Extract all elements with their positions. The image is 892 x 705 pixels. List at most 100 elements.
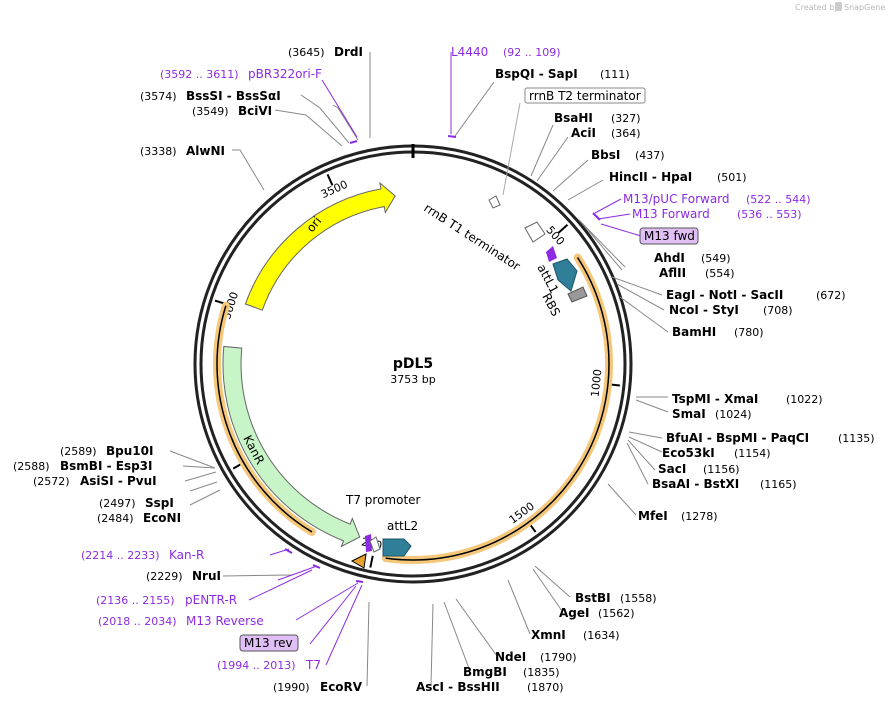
enzyme-bspqi[interactable]: BspQI - SapI [495,67,578,81]
rrnb-t2-leader [502,102,521,196]
enzyme-pos-mfei: (1278) [681,510,718,523]
attl2-feature-arrow[interactable] [382,538,412,557]
enzyme-bmgbi[interactable]: BmgBI [463,665,507,679]
enzyme-pos-bfuai: (1135) [838,432,875,445]
enzyme-bcivi[interactable]: BciVI [238,104,272,118]
ori-feature-arrow[interactable] [244,181,396,311]
tick-label: 1000 [589,368,605,397]
enzyme-pos-eco53ki: (1154) [734,447,771,460]
enzyme-pos-bspqi: (111) [600,68,630,81]
enzyme-bbsi[interactable]: BbsI [591,148,620,162]
enzyme-ndei[interactable]: NdeI [495,650,526,664]
enzyme-alwni[interactable]: AlwNI [186,144,225,158]
enzyme-bsahi[interactable]: BsaHI [554,111,593,125]
enzyme-bsaai[interactable]: BsaAI - BstXI [652,477,739,491]
credit-text: Created by [795,3,839,12]
enzyme-pos-bpu10i: (2589) [60,445,97,458]
plasmid-length: 3753 bp [390,373,435,386]
rrnb-t1-arrow[interactable] [524,221,546,243]
enzyme-pos-bamhi: (780) [734,326,764,339]
primer-t7[interactable]: T7 [305,658,321,672]
enzyme-saci[interactable]: SacI [658,462,686,476]
enzyme-aflii[interactable]: AflII [659,266,686,280]
primer-m13rev[interactable]: M13 Reverse [186,614,264,628]
primer-m13fwd[interactable]: M13 Forward [632,207,710,221]
enzyme-pos-smai: (1024) [715,408,752,421]
enzyme-pos-xmni: (1634) [583,629,620,642]
enzyme-pos-ncoi: (708) [763,304,793,317]
enzyme-eco53ki[interactable]: Eco53kI [662,446,715,460]
enzyme-bsssi[interactable]: BssSI - BssSαI [186,89,281,103]
rrnb-t2-box[interactable] [524,87,646,104]
primer-range-m13fwd: (536 .. 553) [737,208,802,221]
rrnb-t1-label: rrnB T1 terminator [421,201,522,274]
primer-box-m13rev-label: M13 rev [244,636,293,650]
enzyme-bamhi[interactable]: BamHI [672,325,716,339]
enzyme-bstbi[interactable]: BstBI [575,591,611,605]
attl1-feature-arrow[interactable] [552,258,578,292]
primer-leader-lines [248,52,642,666]
primer-range-pbr322: (3592 .. 3611) [160,68,239,81]
enzyme-tspmi[interactable]: TspMI - XmaI [672,392,758,406]
enzyme-asci[interactable]: AscI - BssHII [416,680,500,694]
enzyme-acii[interactable]: AciI [571,126,596,140]
enzyme-pos-bcivi: (3549) [192,105,229,118]
enzyme-asisi[interactable]: AsiSI - PvuI [80,474,157,488]
primer-box-m13rev[interactable] [239,634,299,652]
enzyme-bsmbi[interactable]: BsmBI - Esp3I [60,459,152,473]
primer-kanr[interactable]: Kan-R [169,548,204,562]
enzyme-hincii[interactable]: HincII - HpaI [609,170,692,184]
enzyme-bfuai[interactable]: BfuAI - BspMI - PaqCI [666,431,809,445]
enzyme-pos-agei: (1562) [598,607,635,620]
leader-lines [169,52,669,687]
tick-mark [326,173,334,186]
enzyme-pos-ecorv: (1990) [273,681,310,694]
enzyme-bpu10i[interactable]: Bpu10I [106,444,153,458]
kanr-feature-arrow[interactable] [222,345,361,548]
enzyme-smai[interactable]: SmaI [672,407,706,421]
rrnb-t2-arrow[interactable] [488,195,501,209]
t7-promoter-arrow[interactable] [369,536,381,553]
enzyme-pos-asci: (1870) [527,681,564,694]
enzyme-pos-alwni: (3338) [140,145,177,158]
enzyme-pos-ahdi: (549) [701,252,731,265]
enzyme-eagi[interactable]: EagI - NotI - SacII [666,288,783,302]
enzyme-ecorv[interactable]: EcoRV [320,680,363,694]
rrnb-t2-label: rrnB T2 terminator [529,89,641,103]
primer-range-t7: (1994 .. 2013) [217,659,296,672]
enzyme-ahdi[interactable]: AhdI [654,251,685,265]
enzyme-pos-bsahi: (327) [611,112,641,125]
enzyme-pos-sspi: (2497) [99,497,136,510]
rbs-feature[interactable] [567,286,588,303]
primer-box-m13fwd-label: M13 fwd [644,229,695,243]
enzyme-mfei[interactable]: MfeI [638,509,668,523]
enzyme-pos-bsssi: (3574) [140,90,177,103]
primer-pbr322[interactable]: pBR322ori-F [248,67,322,81]
snapgene-logo-icon [835,2,842,11]
enzyme-pos-bsaai: (1165) [760,478,797,491]
primer-pentr[interactable]: pENTR-R [185,593,237,607]
primer-l4440[interactable]: L4440 [451,45,488,59]
primer-m13puc[interactable]: M13/pUC Forward [623,192,730,206]
enzyme-xmni[interactable]: XmnI [531,628,566,642]
primer-range-l4440: (92 .. 109) [503,46,561,59]
primer-box-m13fwd[interactable] [639,227,699,245]
attl2-marker [365,534,372,552]
primer-markers [284,135,601,583]
enzyme-agei[interactable]: AgeI [559,606,589,620]
enzyme-drdi[interactable]: DrdI [334,45,363,59]
enzyme-pos-eagi: (672) [816,289,846,302]
enzyme-pos-econi: (2484) [97,512,134,525]
orf-right-highlight [381,253,613,564]
attl1-marker [546,246,557,262]
enzyme-econi[interactable]: EcoNI [143,511,181,525]
primer-range-kanr: (2214 .. 2233) [81,549,160,562]
tick-label: 3500 [319,178,350,201]
enzyme-ncoi[interactable]: NcoI - StyI [669,303,739,317]
enzyme-pos-asisi: (2572) [33,475,70,488]
enzyme-nrui[interactable]: NruI [192,569,221,583]
enzyme-pos-nrui: (2229) [146,570,183,583]
enzyme-sspi[interactable]: SspI [145,496,174,510]
